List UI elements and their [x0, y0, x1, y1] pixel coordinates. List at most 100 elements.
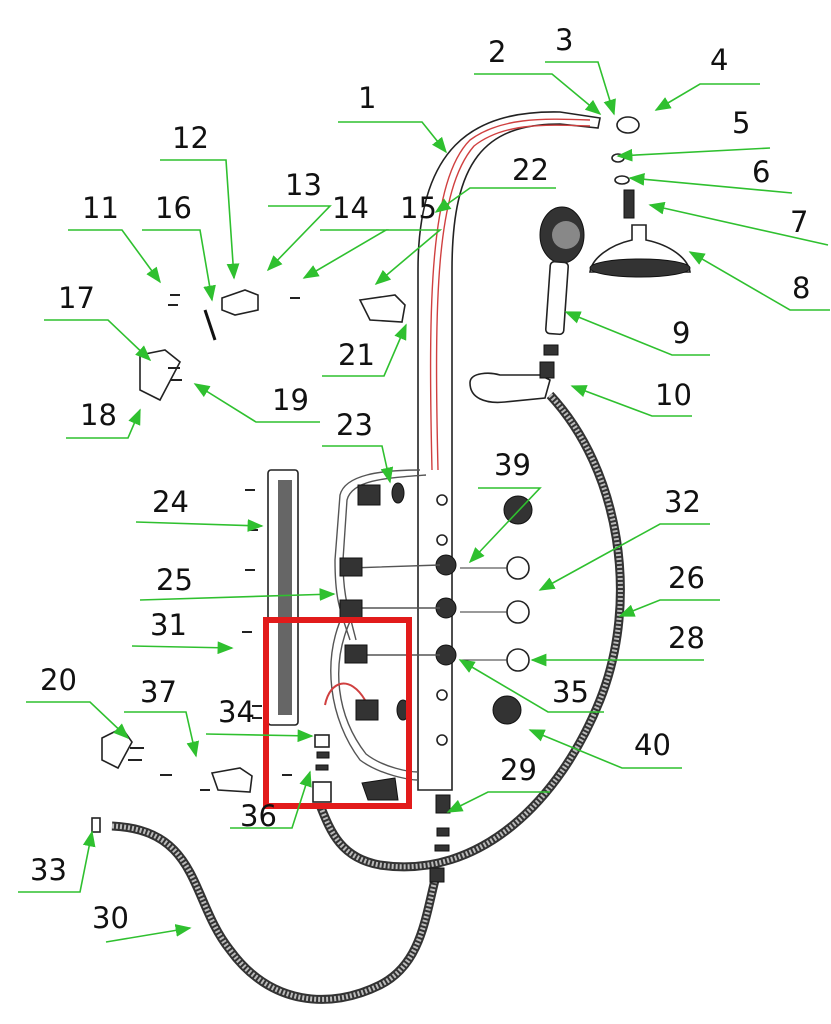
part-number-label: 3 [555, 23, 573, 57]
part-number-label: 35 [552, 675, 589, 709]
part-number-label: 32 [664, 485, 701, 519]
leader-line [302, 229, 389, 279]
part-number-label: 37 [140, 675, 177, 709]
part-number-label: 9 [672, 316, 690, 350]
leader-line [26, 701, 130, 740]
callout-23: 23 [322, 408, 394, 484]
part-number-label: 12 [172, 121, 209, 155]
callout-8: 8 [688, 251, 830, 311]
leader-line [570, 385, 692, 417]
leader-line [338, 121, 447, 154]
part-number-label: 14 [332, 191, 369, 225]
callout-15: 15 [374, 191, 443, 286]
leader-line [616, 147, 771, 162]
hose-26 [315, 391, 625, 872]
part-number-label: 22 [512, 153, 549, 187]
highlight-box [263, 617, 412, 809]
callout-21: 21 [322, 323, 407, 377]
part-number-label: 30 [92, 901, 129, 935]
leader-line [230, 770, 312, 829]
screws [128, 294, 300, 791]
part-number-label: 16 [155, 191, 192, 225]
part-number-label: 7 [790, 205, 808, 239]
callout-12: 12 [160, 121, 240, 280]
side-rail [267, 469, 299, 726]
part-number-label: 36 [240, 799, 277, 833]
part-number-label: 20 [40, 663, 77, 697]
callout-19: 19 [193, 383, 320, 423]
callout-35: 35 [458, 659, 604, 713]
part-number-label: 23 [336, 408, 373, 442]
callout-26: 26 [618, 561, 720, 617]
part-number-label: 15 [400, 191, 437, 225]
callout-28: 28 [530, 621, 705, 667]
part-number-label: 31 [150, 608, 187, 642]
part-number-label: 28 [668, 621, 705, 655]
leader-line [105, 924, 192, 943]
leader-line [545, 61, 616, 116]
part-number-label: 18 [80, 398, 117, 432]
part-number-label: 40 [634, 728, 671, 762]
callout-7: 7 [648, 201, 829, 246]
leader-line [434, 187, 556, 213]
callout-18: 18 [66, 398, 141, 439]
part-number-label: 13 [285, 168, 322, 202]
callout-4: 4 [654, 43, 760, 111]
part-number-label: 5 [732, 106, 750, 140]
callout-29: 29 [446, 753, 550, 813]
part-number-label: 10 [655, 378, 692, 412]
part-number-label: 33 [30, 853, 67, 887]
callout-6: 6 [628, 155, 793, 194]
callout-40: 40 [528, 728, 682, 769]
callout-1: 1 [338, 81, 447, 154]
part-number-label: 2 [488, 35, 506, 69]
leader-line [322, 323, 407, 377]
hose-30 [111, 821, 440, 1004]
callout-30: 30 [92, 901, 192, 943]
shower-head [589, 116, 691, 278]
leader-line [124, 711, 200, 758]
leader-line [446, 791, 550, 813]
brackets [101, 289, 406, 793]
part-number-label: 21 [338, 338, 375, 372]
washer-33 [91, 817, 101, 833]
leader-line [205, 729, 314, 743]
part-number-label: 39 [494, 448, 531, 482]
leader-line [468, 487, 542, 564]
leader-line [193, 383, 320, 423]
leader-line [139, 588, 336, 601]
hand-shower [539, 206, 585, 356]
part-number-label: 19 [272, 383, 309, 417]
callout-37: 37 [124, 675, 200, 758]
part-number-label: 29 [500, 753, 537, 787]
callout-20: 20 [26, 663, 130, 740]
callout-13: 13 [266, 168, 332, 272]
callout-24: 24 [135, 485, 264, 532]
part-number-label: 8 [792, 271, 810, 305]
leader-line [66, 408, 141, 439]
part-number-label: 1 [358, 81, 376, 115]
shower-panel [417, 111, 601, 852]
part-number-label: 25 [156, 563, 193, 597]
leader-line [628, 172, 793, 194]
part-number-label: 24 [152, 485, 189, 519]
leader-line [68, 229, 161, 284]
part-number-label: 26 [668, 561, 705, 595]
callout-11: 11 [68, 191, 161, 284]
leader-line [142, 229, 216, 302]
callout-39: 39 [468, 448, 542, 564]
callout-22: 22 [434, 153, 556, 213]
callout-10: 10 [570, 378, 692, 417]
leader-line [266, 205, 332, 272]
callout-16: 16 [142, 191, 216, 302]
leader-line [458, 659, 604, 713]
leader-line [322, 445, 394, 484]
leader-line [374, 229, 443, 286]
callout-25: 25 [139, 563, 336, 601]
leader-line [160, 159, 240, 280]
callout-5: 5 [616, 106, 771, 162]
callout-34: 34 [205, 695, 314, 743]
